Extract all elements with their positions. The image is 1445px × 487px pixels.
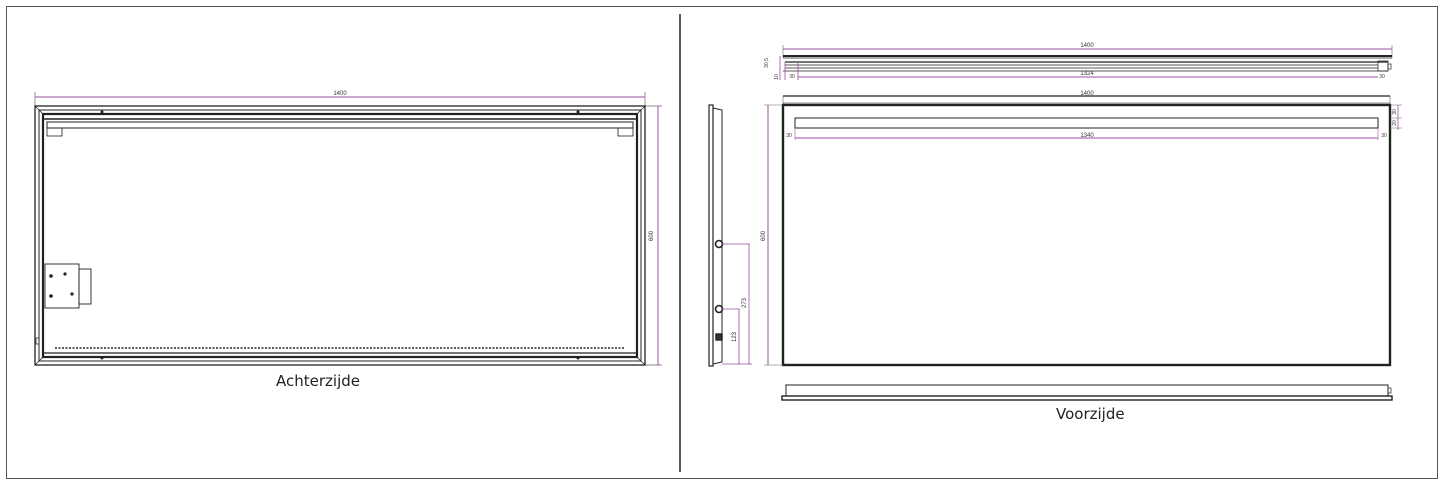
front-strip-dim: 1340 [1080,133,1094,139]
front-view [764,95,1402,367]
side-lower-dim: 123 [732,331,738,342]
front-offset-right: 30 [1381,133,1387,139]
back-view [34,92,662,366]
front-strip-height: 20 [1392,120,1398,126]
top-view [779,45,1393,80]
front-view-caption: Voorzijde [1056,405,1125,423]
side-upper-dim: 273 [742,297,748,308]
back-width-dim: 1400 [333,91,347,97]
top-depth-b: 10 [774,74,780,80]
front-width-dim: 1400 [1080,91,1094,97]
front-height-dim: 600 [761,230,767,241]
top-offset-left: 30 [789,74,795,80]
top-depth-a: 30,5 [764,58,770,68]
side-view [708,104,752,367]
drawing-frame [6,6,1438,479]
back-view-caption: Achterzijde [276,372,360,390]
front-strip-top: 30 [1392,109,1398,115]
bottom-view [781,384,1393,401]
top-offset-right: 30 [1379,74,1385,80]
top-width-dim: 1400 [1080,43,1094,49]
back-height-dim: 600 [649,230,655,241]
front-offset-left: 30 [786,133,792,139]
top-inner-dim: 1324 [1080,71,1094,77]
